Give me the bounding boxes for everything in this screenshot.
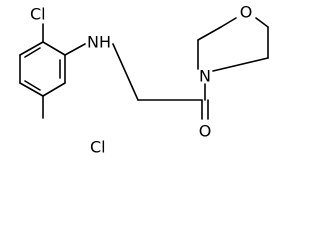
atom-label-cl-top: Cl <box>30 5 46 24</box>
benzene-ring <box>19 41 66 97</box>
aromatic-double-bond-2 <box>24 80 41 91</box>
bond-ring-1 <box>42 41 66 56</box>
bond-ring-6 <box>19 41 44 56</box>
bond-morph-2 <box>197 26 222 41</box>
atom-label-o-carbonyl: O <box>199 122 212 141</box>
bond-c-nh <box>64 43 86 56</box>
bond-ring-4 <box>19 82 44 97</box>
atom-label-cl-bottom: Cl <box>90 138 106 155</box>
atom-label-n-ring: N <box>199 67 211 86</box>
bond-ring-3 <box>42 82 66 97</box>
bond-nh-ch2 <box>112 43 139 101</box>
aromatic-double-bond-3 <box>24 47 41 58</box>
atom-label-nh: NH <box>87 33 111 52</box>
atom-label-o-ring: O <box>240 3 253 22</box>
molecule-structure: Cl Cl NH O N O <box>19 3 269 155</box>
bond-morph-6 <box>212 57 269 72</box>
morpholine-ring <box>197 17 269 72</box>
bond-morph-4 <box>255 17 269 28</box>
bond-morph-3 <box>220 17 237 28</box>
